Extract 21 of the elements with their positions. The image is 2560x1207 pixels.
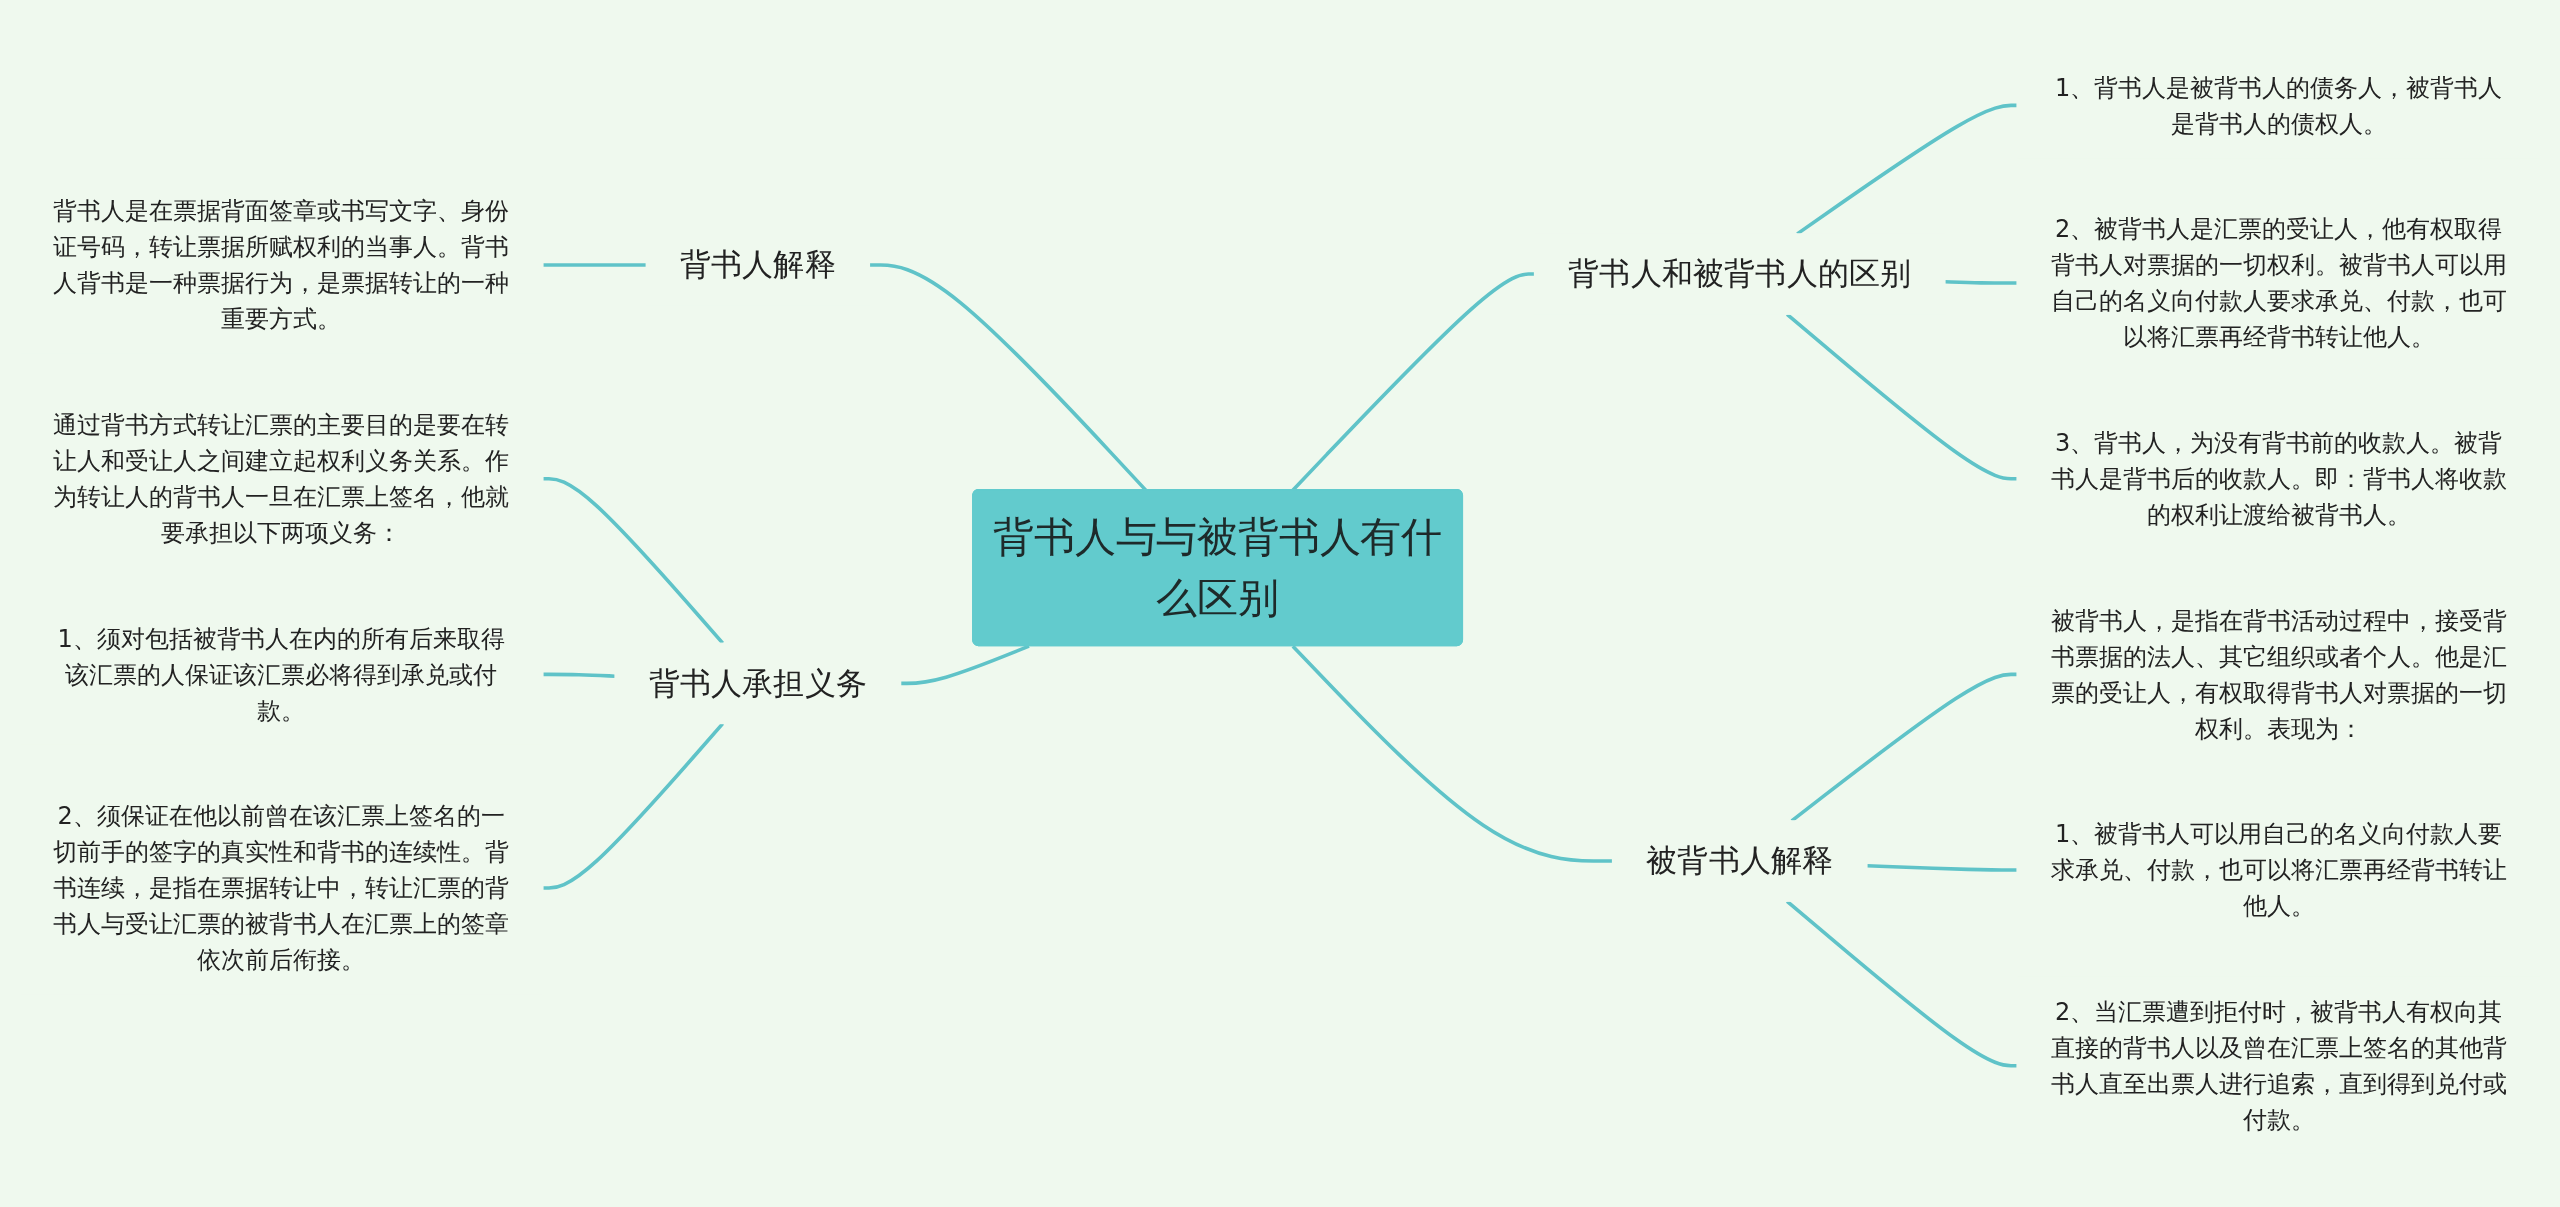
node-text: 1、须对包括被背书人在内的所有后来取得该汇票的人保证该汇票必将得到承兑或付款。 <box>57 623 505 725</box>
node-text: 背书人解释 <box>679 246 836 283</box>
node-text: 背书人是在票据背面签章或书写文字、身份证号码，转让票据所赋权利的当事人。背书人背书是一种票据行为，是票据转让的一种重要方式。 <box>53 196 510 334</box>
node-text: 2、须保证在他以前曾在该汇票上签名的一切前手的签字的真实性和背书的连续性。背书连续，是指在票据转让中，转让汇票的背书人与受让汇票的被背书人在汇票上的签章依次前后衔接。 <box>53 801 510 975</box>
node-text: 3、背书人，为没有背书前的收款人。被背书人是背书后的收款人。即：背书人将收款的权利让渡给被背书人。 <box>2050 428 2507 530</box>
connector <box>1291 644 1613 863</box>
node-text: 2、当汇票遭到拒付时，被背书人有权向其直接的背书人以及曾在汇票上签名的其他背书人直至出票人进行追索，直到得到兑付或付款。 <box>2050 997 2507 1135</box>
node-text: 背书人和被背书人的区别 <box>1568 255 1912 292</box>
node-text: 通过背书方式转让汇票的主要目的是要在转让人和受让人之间建立起权利义务关系。作为转让人的背书人一旦在汇票上签名，他就要承担以下两项义务： <box>53 410 510 548</box>
connector <box>543 672 616 678</box>
node-text: 被背书人，是指在背书活动过程中，接受背书票据的法人、其它组织或者个人。他是汇票的受让人，有权取得背书人对票据的一切权利。表现为： <box>2050 605 2507 743</box>
connector <box>543 722 725 890</box>
node-text: 1、背书人是被背书人的债务人，被背书人是背书人的债权人。 <box>2054 72 2503 138</box>
connector <box>1866 863 2017 872</box>
connector <box>543 263 647 267</box>
node-text: 被背书人解释 <box>1646 842 1834 879</box>
node-text: 1、被背书人可以用自己的名义向付款人要求承兑、付款，也可以将汇票再经背书转让他人。 <box>2050 819 2507 921</box>
connector <box>543 476 725 645</box>
node-text: 2、被背书人是汇票的受让人，他有权取得背书人对票据的一切权利。被背书人可以用自己的名义向付款人要求承兑、付款，也可以将汇票再经背书转让他人。 <box>2050 214 2507 352</box>
connector <box>900 644 1030 686</box>
node-text: 背书人承担义务 <box>648 664 868 701</box>
